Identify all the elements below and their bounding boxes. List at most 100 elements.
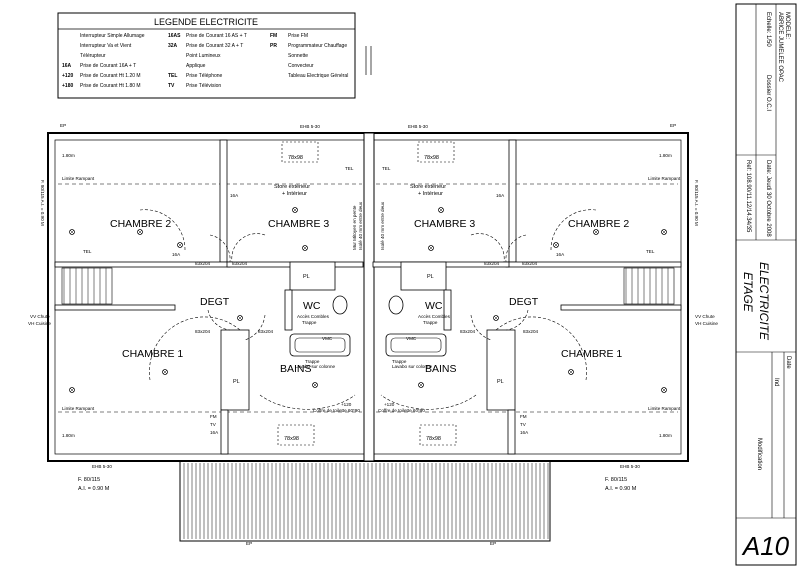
ehb-top-left: EHB 5-30	[300, 124, 320, 129]
store-left-1: Store extérieur	[274, 184, 310, 190]
room-chambre3-left: CHAMBRE 3	[268, 218, 329, 230]
store-right-1: Store extérieur	[410, 184, 446, 190]
ep-br: EP	[490, 541, 496, 546]
mid-wall-3: Isolé 40 mm entre deux	[380, 201, 385, 250]
door-size-2: 83x204	[232, 261, 248, 266]
door-size-6: 83x204	[522, 261, 538, 266]
tag-tel-4: TEL	[382, 166, 391, 171]
bathtub-right	[385, 333, 447, 357]
tag-tv-2: TV	[520, 422, 527, 427]
f-dim-left: F. 80/115	[78, 477, 100, 483]
tb-dossier: Dossier O.C.I	[765, 75, 771, 111]
tb-sheet-title: ELECTRICITE	[757, 262, 771, 341]
door-size-5: 83x204	[484, 261, 500, 266]
tag-tel-2: TEL	[345, 166, 354, 171]
tag-16a-5: 16A	[556, 252, 565, 257]
door-size-7: 83x204	[460, 329, 476, 334]
vv-right-1: VV Chute	[695, 314, 715, 319]
tb-col-date: Date	[785, 356, 791, 369]
tb-ref: Ref: 108.90/11.12/14.34/35	[745, 160, 751, 233]
vmc-right: VMC	[406, 336, 417, 341]
sheet-number: A10	[741, 531, 790, 561]
legend-symbol: +180	[62, 83, 73, 89]
tag-16a-3: 16A	[210, 430, 219, 435]
tb-model: MODELE:	[784, 12, 790, 39]
legend-symbol: 32A	[168, 43, 178, 49]
acces-left-1: Accès Combles	[297, 314, 330, 319]
tag-16a-1: 16A	[230, 193, 239, 198]
bathtub-left	[289, 333, 351, 357]
legend-item: Sonnette	[288, 53, 308, 59]
trappe-right-2: Lavabo sur colonne	[392, 364, 433, 369]
acces-left-2: Trappe	[302, 320, 317, 325]
legend: LEGENDE ELECTRICITE Interrupteur Simple …	[57, 12, 356, 99]
limite-top-left: Limite Rampant	[62, 176, 95, 181]
mid-wall-1: Mur Mitoyen en pente	[352, 205, 357, 250]
a120-right: +120	[384, 402, 395, 407]
legend-symbol: PR	[270, 43, 277, 49]
tb-date: Date: Jeudi 30 Octobre 2008	[765, 160, 771, 237]
f-dim-right: F. 80/115	[605, 477, 627, 483]
legend-item: Interrupteur Simple Allumage	[80, 33, 145, 39]
building	[47, 132, 689, 542]
ehb-bot-left: EHB 5-30	[92, 464, 112, 469]
coffre-right: Coffre de toilette 60*90	[378, 408, 425, 413]
legend-item: Prise FM	[288, 33, 308, 39]
room-wc-left: WC	[303, 300, 321, 312]
trappe-right-1: Trappe	[392, 359, 407, 364]
room-bains-right: BAINS	[425, 363, 457, 375]
acces-right-1: Accès Combles	[418, 314, 451, 319]
legend-item: Convecteur	[288, 63, 314, 69]
window-top-left: 78x98	[288, 155, 303, 161]
h180-tl: 1.80m	[62, 153, 75, 158]
limite-bot-left: Limite Rampant	[62, 406, 95, 411]
store-left-2: + Intérieur	[282, 191, 307, 197]
legend-item: Télérupteur	[80, 53, 106, 59]
vv-right-2: VH Cuisine	[695, 321, 718, 326]
tag-tv-1: TV	[210, 422, 217, 427]
tag-16a-6: 16A	[520, 430, 529, 435]
tag-16a-4: 16A	[496, 193, 505, 198]
legend-symbol: TEL	[168, 73, 177, 79]
tb-project: ABRICE JUMELEE OPAC	[777, 12, 783, 83]
legend-item: Point Lumineux	[186, 53, 221, 59]
legend-item: Tableau Electrique Général	[288, 73, 348, 79]
tag-tel-1: TEL	[83, 249, 92, 254]
legend-item: Prise de Courant Ht 1.20 M	[80, 73, 141, 79]
toilet-right	[388, 295, 404, 315]
window-top-right: 78x98	[424, 155, 439, 161]
legend-item: Prise Télévision	[186, 83, 221, 89]
room-chambre3-right: CHAMBRE 3	[414, 218, 475, 230]
ehb-top-right: EHB 5-30	[408, 124, 428, 129]
a120-left: +120	[341, 402, 352, 407]
tag-fm-2: FM	[520, 414, 527, 419]
tb-scale: Echelle: 1/50	[765, 12, 771, 47]
room-chambre2-right: CHAMBRE 2	[568, 218, 629, 230]
legend-symbol: +120	[62, 73, 73, 79]
ehb-bot-right: EHB 5-30	[620, 464, 640, 469]
room-pl-left-1: PL	[303, 274, 310, 280]
room-chambre1-right: CHAMBRE 1	[561, 348, 622, 360]
room-degt-right: DEGT	[509, 296, 539, 308]
tag-fm-1: FM	[210, 414, 217, 419]
plan-labels: CHAMBRE 2 CHAMBRE 3 CHAMBRE 1 DEGT WC BA…	[28, 123, 718, 546]
legend-item: Prise de Courant 16A + T	[80, 63, 136, 69]
acces-right-2: Trappe	[423, 320, 438, 325]
room-chambre2-left: CHAMBRE 2	[110, 218, 171, 230]
legend-item: Applique	[186, 63, 206, 69]
trappe-left-1: Trappe	[305, 359, 320, 364]
ai-right: A.I. = 0.90 M	[605, 486, 637, 492]
staircase-left	[61, 267, 113, 305]
limite-top-right: Limite Rampant	[648, 176, 681, 181]
ep-tl: EP	[60, 123, 66, 128]
legend-symbol: 16AS	[168, 33, 181, 39]
h180-br: 1.80m	[659, 433, 672, 438]
title-block: MODELE: ABRICE JUMELEE OPAC Echelle: 1/5…	[735, 3, 797, 566]
h180-bl: 1.80m	[62, 433, 75, 438]
legend-item: Prise de Courant Ht 1.80 M	[80, 83, 141, 89]
side-left: F. 80/115 A.I. = 0.90 M	[40, 180, 45, 226]
tag-16a-2: 16A	[172, 252, 181, 257]
room-pl-right-1: PL	[427, 274, 434, 280]
tb-sheet-sub: ETAGE	[741, 272, 755, 313]
